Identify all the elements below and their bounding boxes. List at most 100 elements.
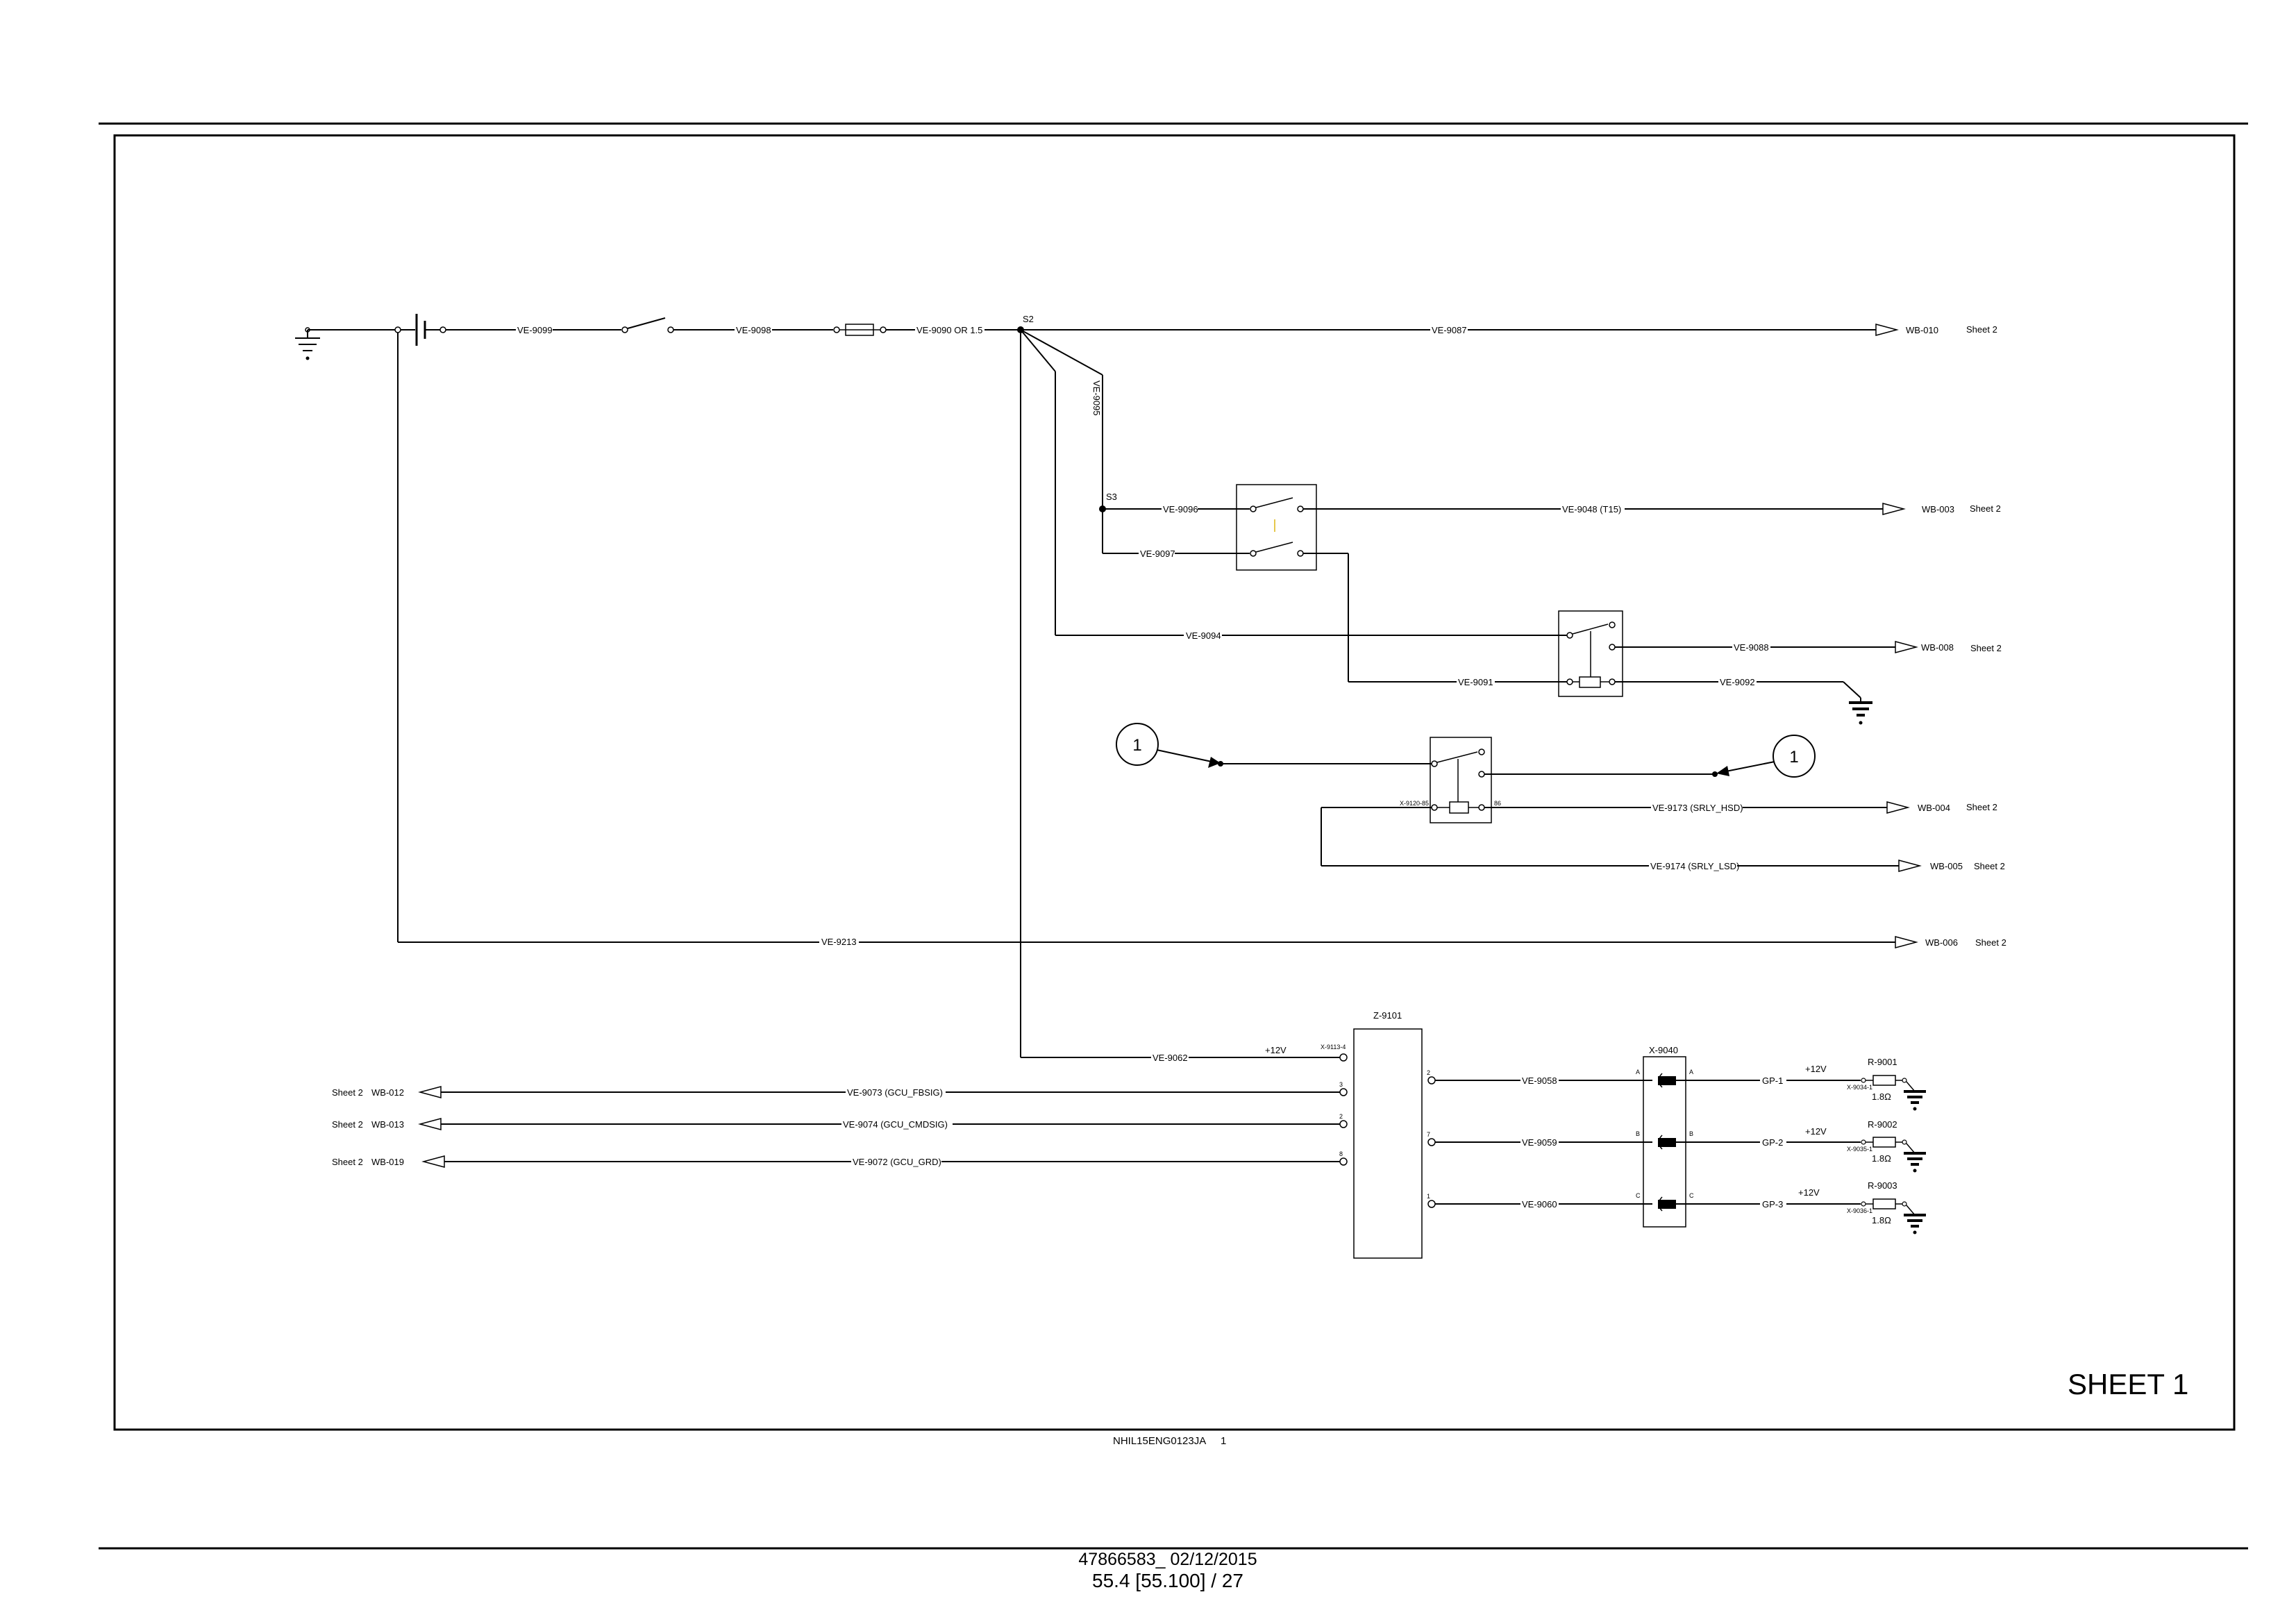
- pin-label: 2: [1427, 1069, 1430, 1076]
- relay-block-2: [1558, 610, 1623, 697]
- doc-index: 1: [1221, 1435, 1226, 1447]
- wire-label: VE-9174 (SRLY_LSD): [1650, 861, 1739, 871]
- pin-label: 1: [1427, 1193, 1430, 1200]
- voltage-label: +12V: [1805, 1064, 1827, 1074]
- offsheet-sheet: Sheet 2: [1966, 802, 1997, 812]
- node-label: S3: [1106, 492, 1117, 502]
- offsheet-arrow: [1895, 936, 1918, 948]
- offsheet-tag: WB-010: [1906, 325, 1938, 335]
- component-label: R-9001: [1868, 1057, 1897, 1067]
- pin-label: C: [1689, 1192, 1694, 1199]
- offsheet-arrow: [1875, 324, 1899, 336]
- ground-symbol: [1849, 701, 1872, 725]
- offsheet-sheet: Sheet 2: [332, 1087, 363, 1098]
- wire-label: VE-9092: [1720, 677, 1755, 687]
- offsheet-sheet: Sheet 2: [1970, 643, 2002, 653]
- wire-label: VE-9059: [1522, 1137, 1557, 1148]
- offsheet-sheet: Sheet 2: [1970, 503, 2001, 514]
- voltage-label: +12V: [1265, 1045, 1287, 1055]
- pin-label: 86: [1494, 800, 1501, 807]
- ignition-switch-block: [1236, 484, 1317, 571]
- resistor-value: 1.8Ω: [1872, 1215, 1891, 1225]
- pin-label: 8: [1339, 1150, 1343, 1157]
- offsheet-tag: WB-012: [371, 1087, 404, 1098]
- wire-label: VE-9072 (GCU_GRD): [853, 1157, 941, 1167]
- wire-label-vertical: VE-9095: [1091, 380, 1102, 416]
- wire-label: VE-9091: [1458, 677, 1493, 687]
- offsheet-sheet: Sheet 2: [332, 1119, 363, 1130]
- pin-label: A: [1689, 1069, 1693, 1075]
- wire-label: VE-9062: [1153, 1053, 1188, 1063]
- wire-label: VE-9098: [736, 325, 771, 335]
- wire-label: VE-9088: [1734, 642, 1769, 653]
- resistor-r9001: [1861, 1075, 1926, 1111]
- component-label: X-9040: [1649, 1045, 1678, 1055]
- offsheet-arrow: [418, 1086, 442, 1098]
- offsheet-tag: WB-004: [1918, 803, 1950, 813]
- doc-code: NHIL15ENG0123JA: [1113, 1435, 1206, 1447]
- pin-label: 2: [1339, 1113, 1343, 1120]
- offsheet-sheet: Sheet 2: [332, 1157, 363, 1167]
- pin-label: A: [1636, 1069, 1640, 1075]
- resistor-r9002: [1861, 1137, 1926, 1173]
- offsheet-tag: WB-006: [1925, 937, 1958, 948]
- pin-label: X-9113-4: [1321, 1044, 1346, 1050]
- wire-label: GP-3: [1762, 1199, 1783, 1209]
- component-label: R-9003: [1868, 1180, 1897, 1191]
- offsheet-arrow: [1886, 801, 1910, 814]
- offsheet-sheet: Sheet 2: [1966, 324, 1997, 335]
- resistor-r9003: [1861, 1198, 1926, 1234]
- pin-label: C: [1636, 1192, 1641, 1199]
- offsheet-tag: WB-008: [1921, 642, 1954, 653]
- offsheet-tag: WB-013: [371, 1119, 404, 1130]
- wire-label: VE-9099: [517, 325, 553, 335]
- wire-label: VE-9097: [1140, 549, 1175, 559]
- pin-label: 3: [1339, 1081, 1343, 1088]
- component-label: Z-9101: [1373, 1010, 1402, 1021]
- wire-label: GP-1: [1762, 1075, 1783, 1086]
- wire-label: VE-9094: [1186, 630, 1221, 641]
- wire-label: VE-9073 (GCU_FBSIG): [847, 1087, 943, 1098]
- ground-symbol: [295, 330, 320, 360]
- fuse-symbol: [833, 324, 887, 336]
- pin-label: B: [1636, 1130, 1640, 1137]
- offsheet-sheet: Sheet 2: [1974, 861, 2005, 871]
- offsheet-arrow: [421, 1155, 445, 1168]
- offsheet-tag: WB-019: [371, 1157, 404, 1167]
- callout-marker: 1: [1716, 735, 1816, 778]
- wire-label: VE-9213: [821, 937, 857, 947]
- drawing-frame: [113, 134, 2236, 1431]
- wire-label: VE-9173 (SRLY_HSD): [1652, 803, 1743, 813]
- sheet-title: SHEET 1: [2068, 1368, 2188, 1400]
- wire-label: VE-9096: [1163, 504, 1198, 514]
- pin-label: X-9035-1: [1847, 1146, 1872, 1153]
- footer-page: 55.4 [55.100] / 27: [1092, 1570, 1243, 1591]
- resistor-value: 1.8Ω: [1872, 1153, 1891, 1164]
- pin-label: 7: [1427, 1131, 1430, 1138]
- pin-label: X-9034-1: [1847, 1084, 1872, 1091]
- footer-doc-date: 47866583_ 02/12/2015: [1078, 1550, 1257, 1569]
- component-label: R-9002: [1868, 1119, 1897, 1130]
- offsheet-arrow: [1898, 860, 1922, 872]
- wire-label: VE-9048 (T15): [1562, 504, 1621, 514]
- offsheet-tag: WB-005: [1930, 861, 1963, 871]
- offsheet-arrow: [418, 1118, 442, 1130]
- pin-label: X-9120-85: [1400, 800, 1429, 807]
- offsheet-sheet: Sheet 2: [1975, 937, 2006, 948]
- offsheet-arrow: [1895, 641, 1918, 653]
- wire-label: VE-9087: [1432, 325, 1467, 335]
- voltage-label: +12V: [1798, 1187, 1820, 1198]
- main-switch-symbol: [621, 317, 674, 333]
- pin-label: B: [1689, 1130, 1693, 1137]
- wire-label: GP-2: [1762, 1137, 1783, 1148]
- wire-label: VE-9090 OR 1.5: [916, 325, 982, 335]
- gcu-module-z9101: [1353, 1028, 1423, 1259]
- battery-symbol: [415, 314, 426, 346]
- svg-text:1: 1: [1132, 736, 1141, 755]
- wire-label: VE-9074 (GCU_CMDSIG): [843, 1119, 948, 1130]
- resistor-value: 1.8Ω: [1872, 1091, 1891, 1102]
- starter-relay-block: [1430, 737, 1492, 823]
- callout-marker: 1: [1116, 723, 1223, 768]
- node-label: S2: [1023, 314, 1034, 324]
